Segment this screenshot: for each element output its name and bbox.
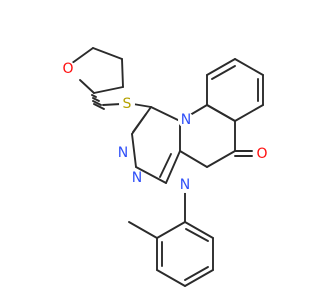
chemical-structure-diagram: O S N N N N O bbox=[60, 47, 270, 287]
triazole-ring bbox=[131, 106, 181, 184]
atom-oxygen-carbonyl: O bbox=[256, 146, 267, 162]
carbonyl-double-bond bbox=[234, 150, 253, 157]
atom-labels: O S N N N N O bbox=[60, 61, 270, 193]
atom-nitrogen-triazole-1: N bbox=[118, 145, 128, 161]
atom-nitrogen-amide: N bbox=[180, 177, 190, 193]
atom-nitrogen-triazole-2: N bbox=[132, 170, 142, 186]
benzo-ring bbox=[206, 58, 264, 122]
stereo-hashed-bond bbox=[91, 94, 105, 110]
tolyl-ring bbox=[128, 221, 214, 287]
atom-oxygen-ring: O bbox=[62, 61, 73, 77]
atom-sulfur: S bbox=[123, 96, 132, 112]
tetrahydrofuran-ring bbox=[67, 47, 124, 94]
thioether-linker bbox=[102, 103, 152, 108]
atom-nitrogen-bridgehead: N bbox=[181, 112, 191, 128]
